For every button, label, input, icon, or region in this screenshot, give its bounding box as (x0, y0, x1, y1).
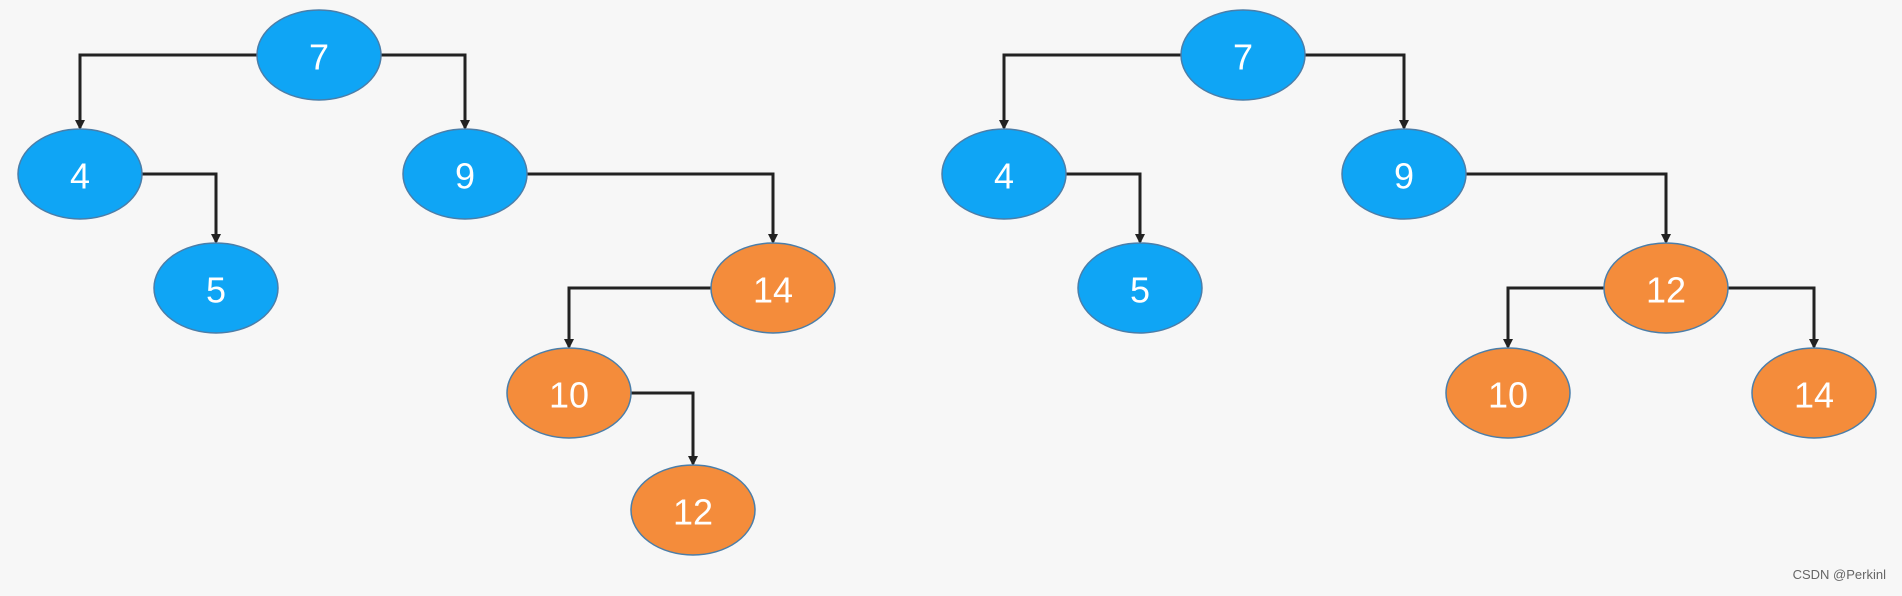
edge-t2-n9-to-t2-n12 (1466, 172, 1671, 244)
node-label-t1-n9: 9 (455, 156, 475, 197)
tree-node-t2-n4: 4 (941, 128, 1067, 220)
tree-node-t2-n10: 10 (1445, 347, 1571, 439)
edges-layer (75, 53, 1819, 466)
tree-node-t1-n7: 7 (256, 9, 382, 101)
node-label-t1-n7: 7 (309, 37, 329, 78)
edge-t1-n14-to-t1-n10 (564, 286, 711, 349)
tree-node-t1-n12: 12 (630, 464, 756, 556)
tree-node-t1-n4: 4 (17, 128, 143, 220)
node-label-t2-n12: 12 (1646, 270, 1686, 311)
node-ellipse-t1-n7 (256, 9, 382, 101)
edge-t2-n7-to-t2-n9 (1305, 53, 1409, 130)
node-ellipse-t1-n9 (402, 128, 528, 220)
node-ellipse-t1-n12 (630, 464, 756, 556)
tree-node-t2-n12: 12 (1603, 242, 1729, 334)
edge-t1-n7-to-t1-n9 (381, 53, 470, 130)
node-label-t2-n7: 7 (1233, 37, 1253, 78)
node-ellipse-t2-n4 (941, 128, 1067, 220)
edge-t1-n9-to-t1-n14 (527, 172, 778, 244)
edge-t2-n7-to-t2-n4 (999, 53, 1181, 130)
node-ellipse-t2-n12 (1603, 242, 1729, 334)
tree-node-t2-n9: 9 (1341, 128, 1467, 220)
tree-node-t1-n9: 9 (402, 128, 528, 220)
node-ellipse-t1-n10 (506, 347, 632, 439)
node-ellipse-t1-n4 (17, 128, 143, 220)
nodes-layer: 7 4 9 5 14 10 12 7 4 9 5 12 10 14 (17, 9, 1877, 556)
node-ellipse-t2-n9 (1341, 128, 1467, 220)
edge-t2-n12-to-t2-n14 (1728, 286, 1819, 349)
node-label-t1-n4: 4 (70, 156, 90, 197)
tree-node-t2-n7: 7 (1180, 9, 1306, 101)
edge-t1-n7-to-t1-n4 (75, 53, 257, 130)
node-ellipse-t1-n5 (153, 242, 279, 334)
node-ellipse-t2-n14 (1751, 347, 1877, 439)
node-label-t1-n12: 12 (673, 492, 713, 533)
node-ellipse-t2-n5 (1077, 242, 1203, 334)
node-label-t2-n14: 14 (1794, 375, 1834, 416)
node-label-t2-n9: 9 (1394, 156, 1414, 197)
node-label-t1-n14: 14 (753, 270, 793, 311)
node-ellipse-t2-n7 (1180, 9, 1306, 101)
edge-t2-n4-to-t2-n5 (1066, 172, 1145, 244)
tree-node-t2-n5: 5 (1077, 242, 1203, 334)
edge-t1-n10-to-t1-n12 (631, 391, 698, 466)
node-ellipse-t1-n14 (710, 242, 836, 334)
tree-node-t1-n5: 5 (153, 242, 279, 334)
edge-t1-n4-to-t1-n5 (142, 172, 221, 244)
edge-t2-n12-to-t2-n10 (1503, 286, 1604, 349)
node-label-t2-n5: 5 (1130, 270, 1150, 311)
node-label-t2-n10: 10 (1488, 375, 1528, 416)
node-label-t1-n10: 10 (549, 375, 589, 416)
tree-node-t2-n14: 14 (1751, 347, 1877, 439)
watermark-text: CSDN @Perkinl (1792, 567, 1886, 582)
tree-node-t1-n14: 14 (710, 242, 836, 334)
node-label-t1-n5: 5 (206, 270, 226, 311)
node-label-t2-n4: 4 (994, 156, 1014, 197)
tree-node-t1-n10: 10 (506, 347, 632, 439)
node-ellipse-t2-n10 (1445, 347, 1571, 439)
